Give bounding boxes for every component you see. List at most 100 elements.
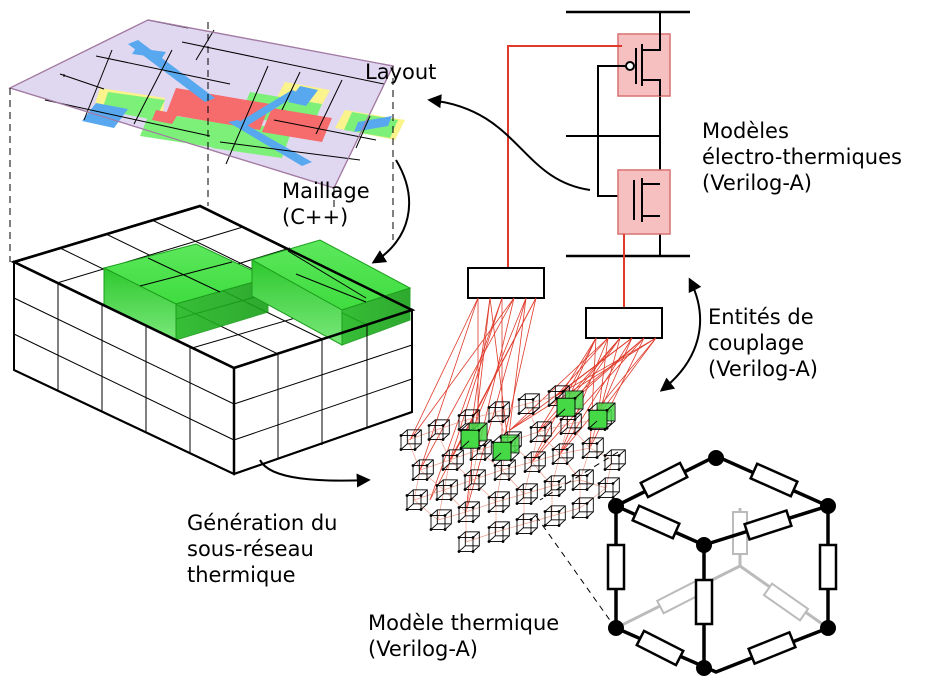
thermal-cell	[543, 475, 566, 497]
coupling-entities-line-2: couplage	[708, 331, 804, 355]
arrow-maillage	[371, 159, 410, 264]
coupling-entity-box-1	[467, 267, 545, 299]
electro-thermal-models-line-3: (Verilog-A)	[702, 171, 813, 195]
thermal-link	[551, 479, 581, 487]
thermal-link	[465, 531, 497, 543]
thermal-cell	[463, 469, 486, 491]
coupling-line	[501, 297, 537, 449]
generation-line-1: Génération du	[187, 511, 338, 535]
layout-plate	[8, 19, 405, 189]
coupling-line	[409, 297, 515, 441]
thermal-link	[437, 489, 445, 521]
coupling-line	[465, 297, 491, 513]
thermal-link	[449, 459, 473, 481]
thermal-cell	[543, 505, 566, 527]
layout-label: Layout	[365, 60, 437, 84]
coupling-line	[559, 337, 609, 455]
thermal-link	[437, 511, 467, 521]
thermal-cell	[427, 419, 450, 441]
resistor-top-right	[748, 462, 800, 498]
thermal-link	[531, 431, 539, 463]
generation-line-3: thermique	[187, 563, 296, 587]
generation-line-2: sous-réseau	[187, 537, 314, 561]
projection-lines	[9, 22, 394, 262]
resistor-top-left	[639, 461, 689, 499]
thermal-link	[523, 461, 533, 495]
resistor-bottom-right	[746, 630, 798, 666]
thermal-link	[465, 411, 497, 421]
thermal-cell	[559, 413, 582, 435]
thermal-link	[579, 447, 591, 481]
thermal-link	[413, 469, 421, 501]
thermal-link	[443, 489, 467, 513]
coupling-line	[449, 297, 503, 461]
coupling-entities-label: Entités de couplage (Verilog-A)	[708, 304, 818, 382]
coupling-entities-line-3: (Verilog-A)	[708, 357, 819, 381]
active-thermal-cell	[587, 402, 616, 430]
thermal-cell	[441, 449, 464, 471]
thermal-cell	[405, 489, 428, 511]
thermal-cell	[399, 429, 422, 451]
resistor-mid-right	[743, 509, 793, 541]
thermal-cell	[487, 401, 510, 423]
thermal-link	[419, 469, 445, 491]
thermal-link	[525, 395, 557, 405]
thermal-link	[443, 479, 473, 491]
coupling-line	[465, 297, 527, 513]
thermal-cell	[603, 449, 626, 471]
thermal-link	[465, 501, 497, 513]
coupling-line	[429, 297, 503, 501]
generation-label: Génération du sous-réseau thermique	[187, 510, 337, 588]
thermal-link	[495, 469, 503, 503]
thermal-link	[531, 453, 561, 463]
thermal-link	[413, 499, 439, 521]
coupling-line	[489, 297, 509, 443]
thermal-subnetwork	[399, 297, 657, 553]
thermal-cell	[529, 421, 552, 443]
active-thermal-cell	[459, 422, 488, 450]
thermal-link	[477, 449, 503, 471]
thermal-link	[435, 419, 467, 431]
resistor-right-vertical	[818, 543, 838, 591]
coupling-line	[559, 337, 633, 455]
thermal-link	[435, 429, 451, 461]
thermal-cell	[515, 483, 538, 505]
thermal-cell	[571, 497, 594, 519]
coupling-line	[531, 337, 645, 463]
coupling-line	[555, 337, 609, 397]
thermal-link	[495, 403, 527, 413]
thermal-cell	[523, 451, 546, 473]
thermal-link	[559, 447, 591, 455]
resistor-left-vertical	[606, 543, 626, 591]
thermal-link	[419, 459, 451, 471]
resistor-mid-left	[630, 504, 682, 540]
coupling-line	[555, 337, 657, 397]
resistor-bottom-left	[635, 629, 685, 667]
thermal-cell	[551, 443, 574, 465]
resistor-back-right	[762, 582, 810, 622]
arrow-to-layout	[427, 94, 591, 191]
thermal-cell	[457, 501, 480, 523]
transistor-circuit	[467, 10, 690, 339]
thermal-cell	[581, 437, 604, 459]
electro-thermal-models-label: Modèles électro-thermiques (Verilog-A)	[702, 118, 902, 196]
thermal-model-line-1: Modèle thermique	[368, 611, 560, 635]
thermal-link	[471, 449, 479, 481]
thermal-cell	[571, 469, 594, 491]
thermal-link	[495, 523, 525, 533]
coupling-entity-box-2	[585, 307, 663, 339]
thermal-link	[407, 439, 421, 471]
thermal-link	[471, 469, 503, 481]
thermal-link	[523, 485, 553, 495]
coupling-line	[429, 297, 537, 501]
flow-arrows	[259, 94, 702, 488]
maillage-label: Maillage (C++)	[282, 178, 370, 230]
coupling-line	[559, 337, 657, 455]
thermal-link	[537, 431, 561, 455]
nmos-transistor	[617, 169, 671, 235]
thermal-cell	[411, 459, 434, 481]
thermal-cell	[487, 491, 510, 513]
coupling-line	[419, 297, 479, 471]
thermal-link	[551, 507, 581, 517]
